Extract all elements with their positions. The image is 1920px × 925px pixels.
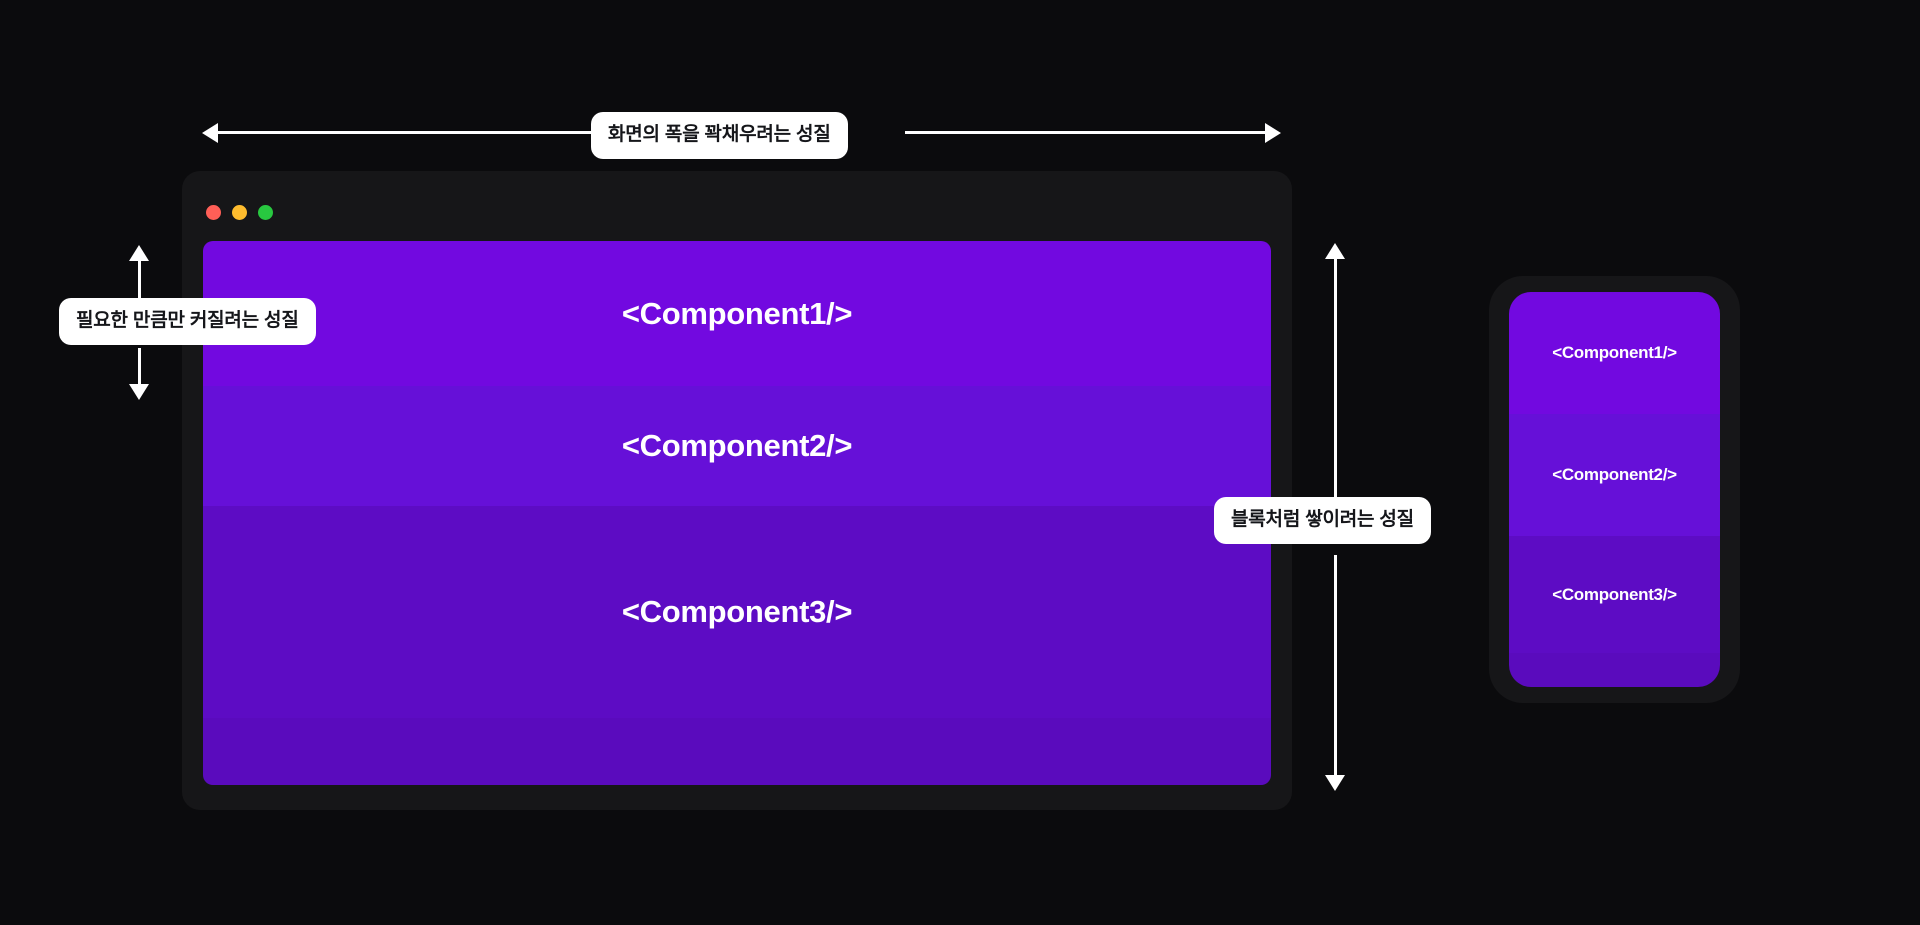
height-arrow-down-line [138,348,141,387]
width-annotation-label: 화면의 폭을 꽉채우려는 성질 [591,112,848,159]
component-band: <Component3/> [1509,536,1720,653]
minimize-icon[interactable] [232,205,247,220]
component-band [203,718,1271,785]
width-arrow-left-head [202,123,218,143]
maximize-icon[interactable] [258,205,273,220]
component-band: <Component2/> [1509,414,1720,536]
phone-viewport: <Component1/> <Component2/> <Component3/… [1509,292,1720,687]
component-band: <Component1/> [1509,292,1720,414]
height-arrow-up-head [129,245,149,261]
width-arrow-left-line [217,131,598,134]
width-arrow-right-line [905,131,1265,134]
stack-arrow-up-line [1334,257,1337,502]
browser-viewport: <Component1/> <Component2/> <Component3/… [203,241,1271,785]
component-band: <Component1/> [203,241,1271,386]
width-arrow-right-head [1265,123,1281,143]
stack-arrow-down-line [1334,555,1337,777]
close-icon[interactable] [206,205,221,220]
stack-arrow-up-head [1325,243,1345,259]
stack-arrow-down-head [1325,775,1345,791]
component-band: <Component3/> [203,506,1271,718]
height-annotation-label: 필요한 만큼만 커질려는 성질 [59,298,316,345]
browser-window-mockup: <Component1/> <Component2/> <Component3/… [182,171,1292,810]
height-arrow-down-head [129,384,149,400]
height-arrow-up-line [138,259,141,299]
phone-mockup: <Component1/> <Component2/> <Component3/… [1489,276,1740,703]
component-band: <Component2/> [203,386,1271,506]
window-traffic-lights [206,205,273,220]
stack-annotation-label: 블록처럼 쌓이려는 성질 [1214,497,1431,544]
component-band [1509,653,1720,687]
